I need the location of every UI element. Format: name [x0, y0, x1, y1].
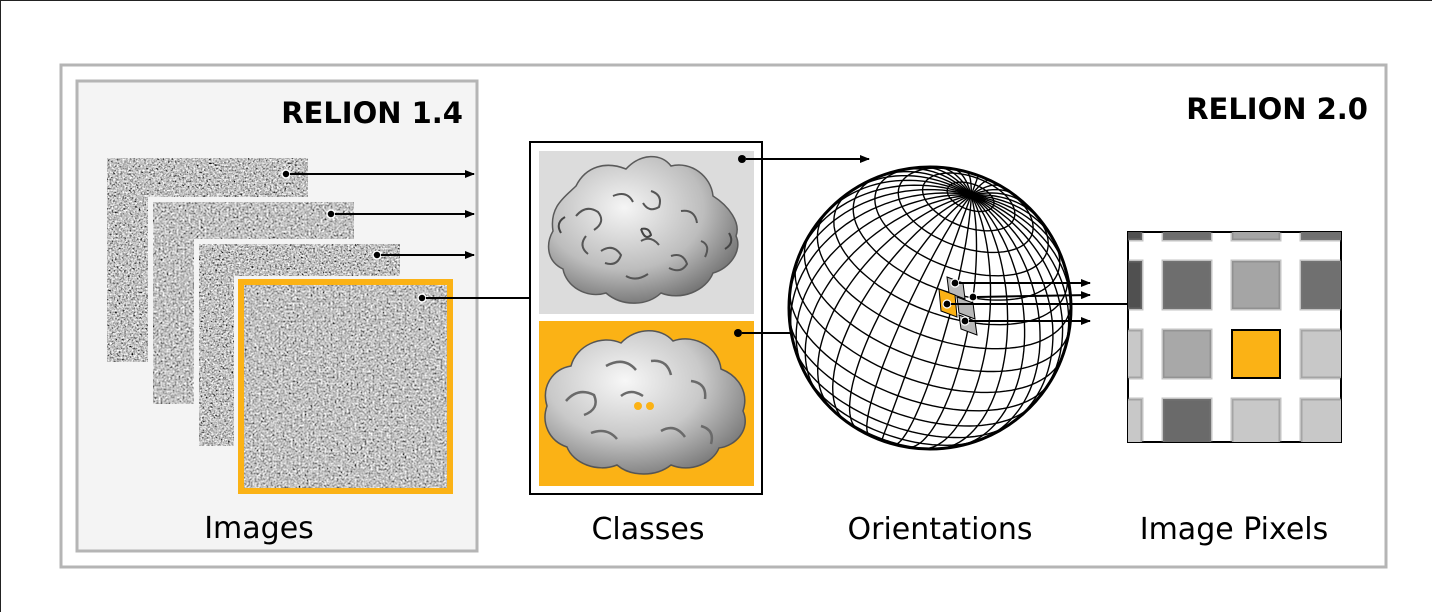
pixel-cell — [1161, 232, 1213, 242]
sphere-grid-line — [907, 194, 978, 449]
class-2-dot — [734, 329, 742, 337]
pixels-label: Image Pixels — [1140, 512, 1329, 547]
sphere-grid-line — [816, 194, 972, 411]
class-1-density — [547, 155, 739, 304]
pixel-cell — [1161, 328, 1213, 380]
sphere-grid-line — [970, 194, 1041, 440]
class-1-dot — [738, 155, 746, 163]
pixel-cell — [1299, 232, 1341, 242]
sphere-grid-line — [866, 194, 972, 436]
orientation-cell-right — [956, 296, 976, 320]
sphere-grid-line — [795, 194, 972, 374]
image-arrows — [281, 169, 529, 303]
sphere-grid-line — [789, 192, 972, 346]
pixel-cell — [1128, 232, 1144, 242]
image-stack — [107, 158, 456, 496]
image-1-dot — [281, 169, 291, 179]
classes-box — [529, 141, 870, 495]
sphere-grid-line — [848, 194, 972, 430]
image-3-dot — [372, 250, 382, 260]
pixel-grid — [1127, 231, 1342, 443]
sphere-grid-line — [970, 194, 1064, 396]
pixel-cell-selected — [1231, 329, 1281, 379]
sphere-grid-line — [894, 195, 972, 446]
orientation-sphere — [787, 165, 1073, 451]
sphere-grid-line — [804, 194, 972, 394]
pixel-cell — [1299, 328, 1341, 380]
class-2-density — [544, 330, 746, 475]
images-label: Images — [204, 511, 314, 546]
relion-2-title: RELION 2.0 — [1186, 92, 1368, 126]
pixel-cell — [1128, 328, 1144, 380]
image-tile-4-selected — [238, 279, 453, 494]
sphere-grid-line — [881, 194, 972, 441]
pixel-cell — [1230, 259, 1282, 311]
pixel-cell — [1128, 397, 1144, 442]
class-2-hole-left — [634, 402, 642, 410]
orientation-arrows — [942, 278, 1128, 326]
image-2-dot — [326, 209, 336, 219]
pixel-cell — [1161, 397, 1213, 442]
pixel-cell — [1299, 259, 1341, 311]
relion-1-title: RELION 1.4 — [281, 96, 463, 130]
sphere-grid-line — [970, 194, 1054, 425]
sphere-grid-line — [939, 194, 1009, 449]
image-4-dot — [417, 293, 427, 303]
classes-label: Classes — [591, 512, 704, 547]
pixel-cell — [1230, 232, 1282, 242]
pixel-cell — [1299, 397, 1341, 442]
pixel-cell — [1128, 259, 1144, 311]
orientations-label: Orientations — [848, 512, 1033, 547]
pixel-cell — [1161, 259, 1213, 311]
sphere-grid-line — [831, 194, 972, 421]
sphere-grid-line — [922, 194, 992, 449]
class-2-hole-right — [646, 402, 654, 410]
pixel-cell — [1230, 397, 1282, 442]
sphere-grid-line — [960, 194, 1026, 447]
sphere-grid-line — [789, 188, 972, 303]
